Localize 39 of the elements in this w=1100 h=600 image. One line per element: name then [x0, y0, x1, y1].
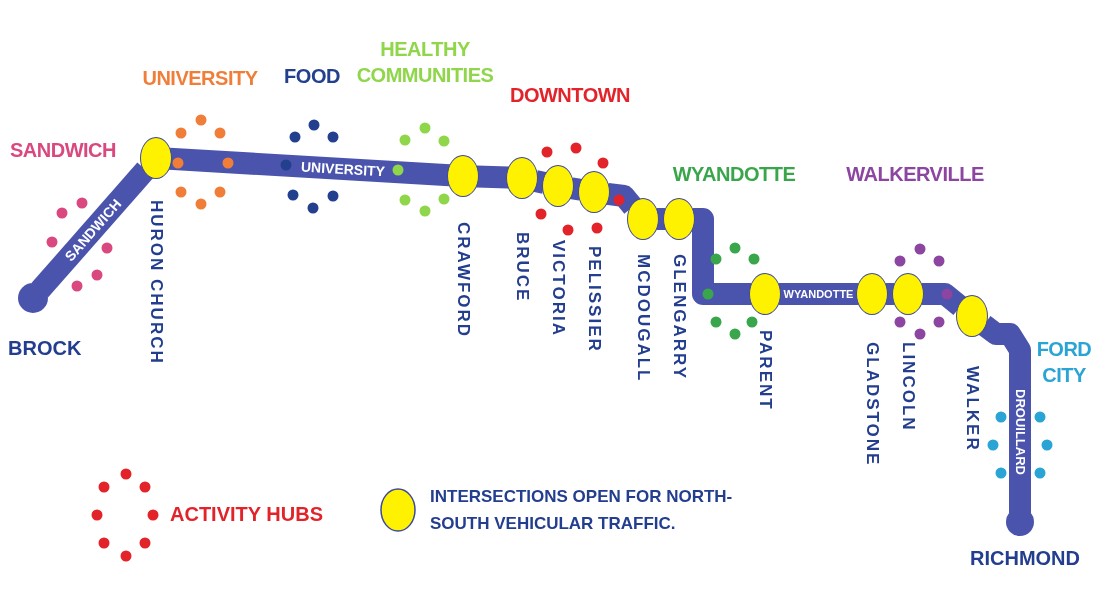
- street-name: VICTORIA: [549, 240, 567, 337]
- street-name: CRAWFORD: [454, 222, 472, 339]
- hub-label: DOWNTOWN: [508, 83, 632, 108]
- intersection-marker: [140, 137, 172, 179]
- street-name: BROCK: [8, 337, 82, 359]
- street-name: RICHMOND: [970, 547, 1080, 569]
- street-name: LINCOLN: [899, 342, 917, 432]
- intersection-marker: [749, 273, 781, 315]
- street-name: HURON CHURCH: [147, 200, 165, 365]
- intersection-marker: [856, 273, 888, 315]
- edge-label: WYANDOTTE: [782, 287, 855, 301]
- intersection-marker: [506, 157, 538, 199]
- route-line: [476, 165, 509, 189]
- street-name: GLENGARRY: [670, 254, 688, 380]
- street-name: WALKER: [963, 366, 981, 452]
- street-name: GLADSTONE: [863, 342, 881, 467]
- street-name: MCDOUGALL: [634, 254, 652, 383]
- intersection-marker: [447, 155, 479, 197]
- legend-label: ACTIVITY HUBS: [170, 502, 323, 526]
- intersection-marker: [627, 198, 659, 240]
- intersection-marker: [663, 198, 695, 240]
- hub-label: FOOD: [283, 64, 341, 89]
- hub-label: WYANDOTTE: [671, 162, 797, 187]
- route-line: [692, 208, 752, 305]
- hub-label: HEALTHY COMMUNITIES: [355, 37, 495, 88]
- terminal-dot: [18, 283, 48, 313]
- hub-label: WALKERVILLE: [845, 162, 985, 187]
- street-name: BRUCE: [513, 232, 531, 303]
- street-name: PARENT: [756, 330, 774, 411]
- legend-label: INTERSECTIONS OPEN FOR NORTH-SOUTH VEHICULAR TRAFFIC.: [430, 486, 734, 535]
- hub-label: SANDWICH: [9, 138, 117, 163]
- hub-label: UNIVERSITY: [141, 66, 259, 91]
- intersection-marker: [956, 295, 988, 337]
- intersection-marker: [892, 273, 924, 315]
- street-name: PELISSIER: [585, 246, 603, 353]
- hub-label: FORD CITY: [1035, 337, 1093, 388]
- route-line: [977, 316, 1031, 513]
- intersection-marker: [542, 165, 574, 207]
- intersection-marker: [578, 171, 610, 213]
